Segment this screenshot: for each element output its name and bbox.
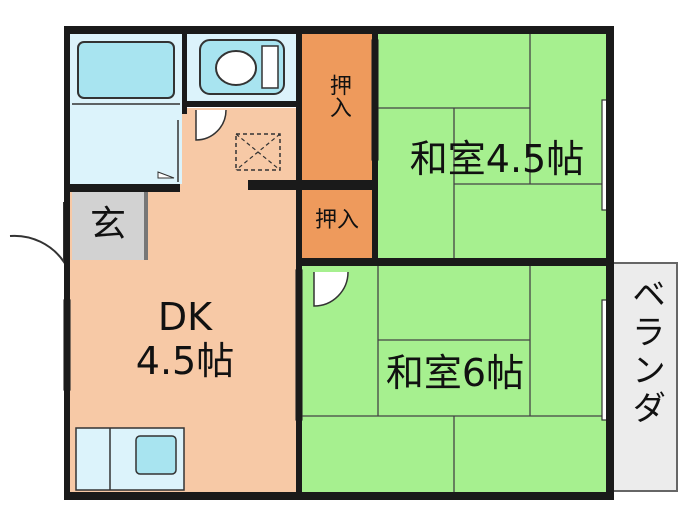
wall-rooms-divider xyxy=(296,258,610,266)
room-label-dk-size: 4.5帖 xyxy=(135,338,235,383)
wall-right xyxy=(606,26,614,500)
entrance-label: 玄 xyxy=(89,204,126,245)
wall-toilet-bottom xyxy=(186,101,296,107)
wall-bath-toilet xyxy=(182,34,187,114)
entrance-floor xyxy=(72,192,144,260)
closet-label-top: 押入 xyxy=(318,74,358,118)
closet-label-mid: 押入 xyxy=(314,208,359,233)
sink-icon xyxy=(135,435,177,475)
veranda-label: ベランダ xyxy=(618,276,672,428)
room-label-dk-name: DK xyxy=(157,295,213,339)
wall-left xyxy=(64,26,70,500)
veranda-floor xyxy=(612,262,678,492)
wall-top xyxy=(64,26,614,34)
ceiling-hatch-icon xyxy=(235,133,281,171)
room-label-washitsu-large: 和室6帖 xyxy=(385,351,525,395)
closet-label-top-text: 押入 xyxy=(325,74,351,118)
tatami-lines-large xyxy=(302,266,606,492)
bathtub-icon xyxy=(77,41,175,99)
wall-bottom xyxy=(64,492,614,500)
bath-door-icon xyxy=(157,171,175,179)
entrance-door-icon xyxy=(9,202,65,266)
closet-mid xyxy=(302,190,372,258)
wall-entrance-side xyxy=(144,192,148,260)
wall-closet-right xyxy=(372,34,378,260)
closet-top xyxy=(302,34,372,180)
washitsu-small-floor xyxy=(378,34,606,260)
veranda-label-text: ベランダ xyxy=(625,276,666,428)
room-label-washitsu-small: 和室4.5帖 xyxy=(409,137,585,181)
tatami-lines-small xyxy=(378,34,606,260)
wall-bath-bottom xyxy=(70,184,180,192)
toilet-door-icon xyxy=(195,109,227,141)
room-label-dk: DK 4.5帖 xyxy=(110,295,260,383)
wall-closet-divider xyxy=(248,180,378,190)
room-door-icon xyxy=(313,271,349,307)
